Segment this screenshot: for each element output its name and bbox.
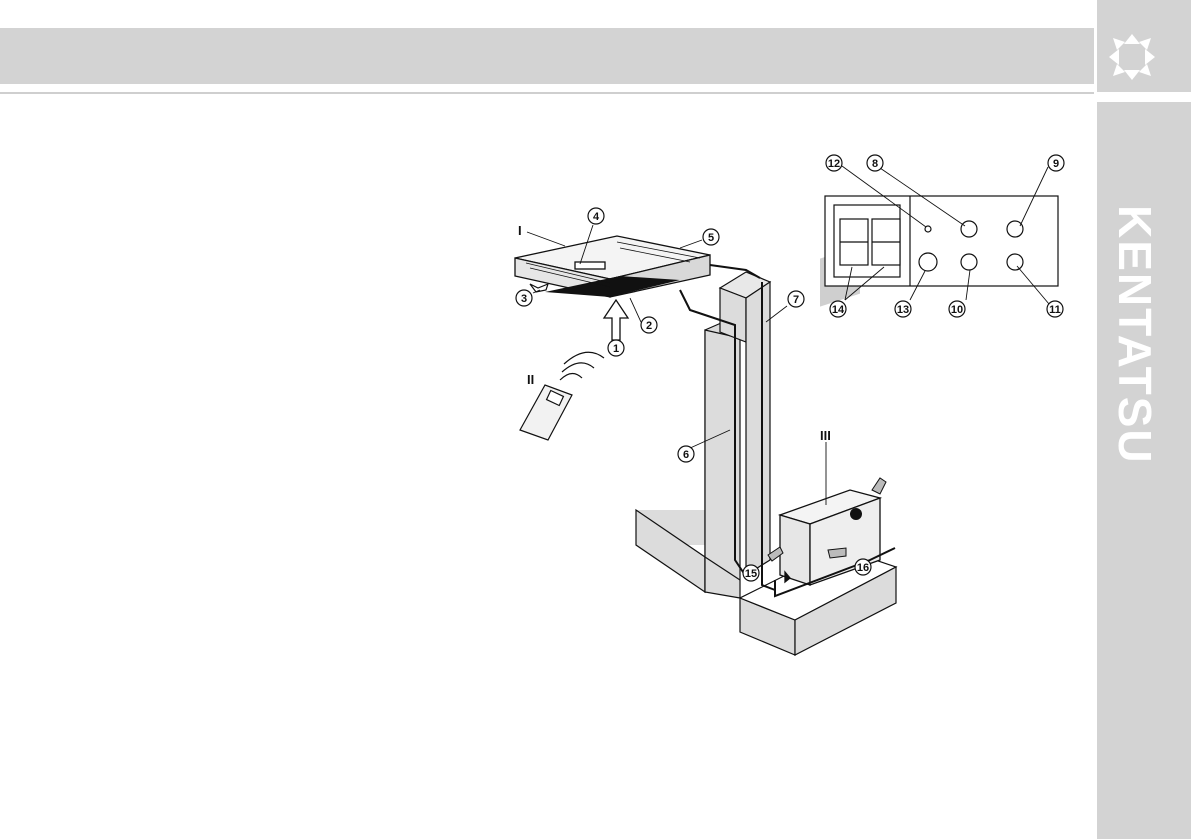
callout-10: 10 xyxy=(949,301,965,317)
brand-name: KENTATSU xyxy=(1112,205,1164,445)
svg-text:1: 1 xyxy=(613,343,619,355)
svg-text:6: 6 xyxy=(683,449,689,461)
callout-6: 6 xyxy=(678,446,694,462)
svg-text:3: 3 xyxy=(521,293,527,305)
side-separator xyxy=(1094,0,1097,839)
fan-logo-icon xyxy=(850,508,862,520)
svg-text:4: 4 xyxy=(593,211,600,223)
svg-text:11: 11 xyxy=(1049,304,1061,316)
svg-text:2: 2 xyxy=(646,320,652,332)
callout-5: 5 xyxy=(703,229,719,245)
svg-text:7: 7 xyxy=(793,294,799,306)
callout-14: 14 xyxy=(830,301,846,317)
callout-9: 9 xyxy=(1048,155,1064,171)
svg-text:12: 12 xyxy=(828,158,840,170)
callout-15: 15 xyxy=(743,565,759,581)
svg-text:13: 13 xyxy=(897,304,909,316)
label-outdoor-unit: III xyxy=(820,428,831,443)
svg-text:16: 16 xyxy=(857,562,869,574)
callout-13: 13 xyxy=(895,301,911,317)
callout-16: 16 xyxy=(855,559,871,575)
callout-7: 7 xyxy=(788,291,804,307)
callout-2: 2 xyxy=(641,317,657,333)
svg-text:8: 8 xyxy=(872,158,878,170)
svg-text:14: 14 xyxy=(832,304,845,316)
callout-8: 8 xyxy=(867,155,883,171)
side-separator-horizontal xyxy=(1094,92,1191,102)
label-remote-unit: II xyxy=(527,372,534,387)
callout-1: 1 xyxy=(608,340,624,356)
air-intake-arrow-icon xyxy=(604,300,628,340)
svg-text:9: 9 xyxy=(1053,158,1059,170)
svg-text:15: 15 xyxy=(745,568,757,580)
callout-3: 3 xyxy=(516,290,532,306)
callout-12: 12 xyxy=(826,155,842,171)
callout-11: 11 xyxy=(1047,301,1063,317)
remote-control-icon xyxy=(520,352,604,440)
kentatsu-logo-icon xyxy=(1103,30,1161,84)
svg-text:10: 10 xyxy=(951,304,963,316)
building-wall xyxy=(636,272,896,655)
svg-text:5: 5 xyxy=(708,232,714,244)
label-indoor-unit: I xyxy=(518,223,522,238)
callout-4: 4 xyxy=(588,208,604,224)
installation-diagram: 1 2 3 4 5 6 7 8 9 10 11 12 13 14 15 16 I… xyxy=(0,0,1094,839)
